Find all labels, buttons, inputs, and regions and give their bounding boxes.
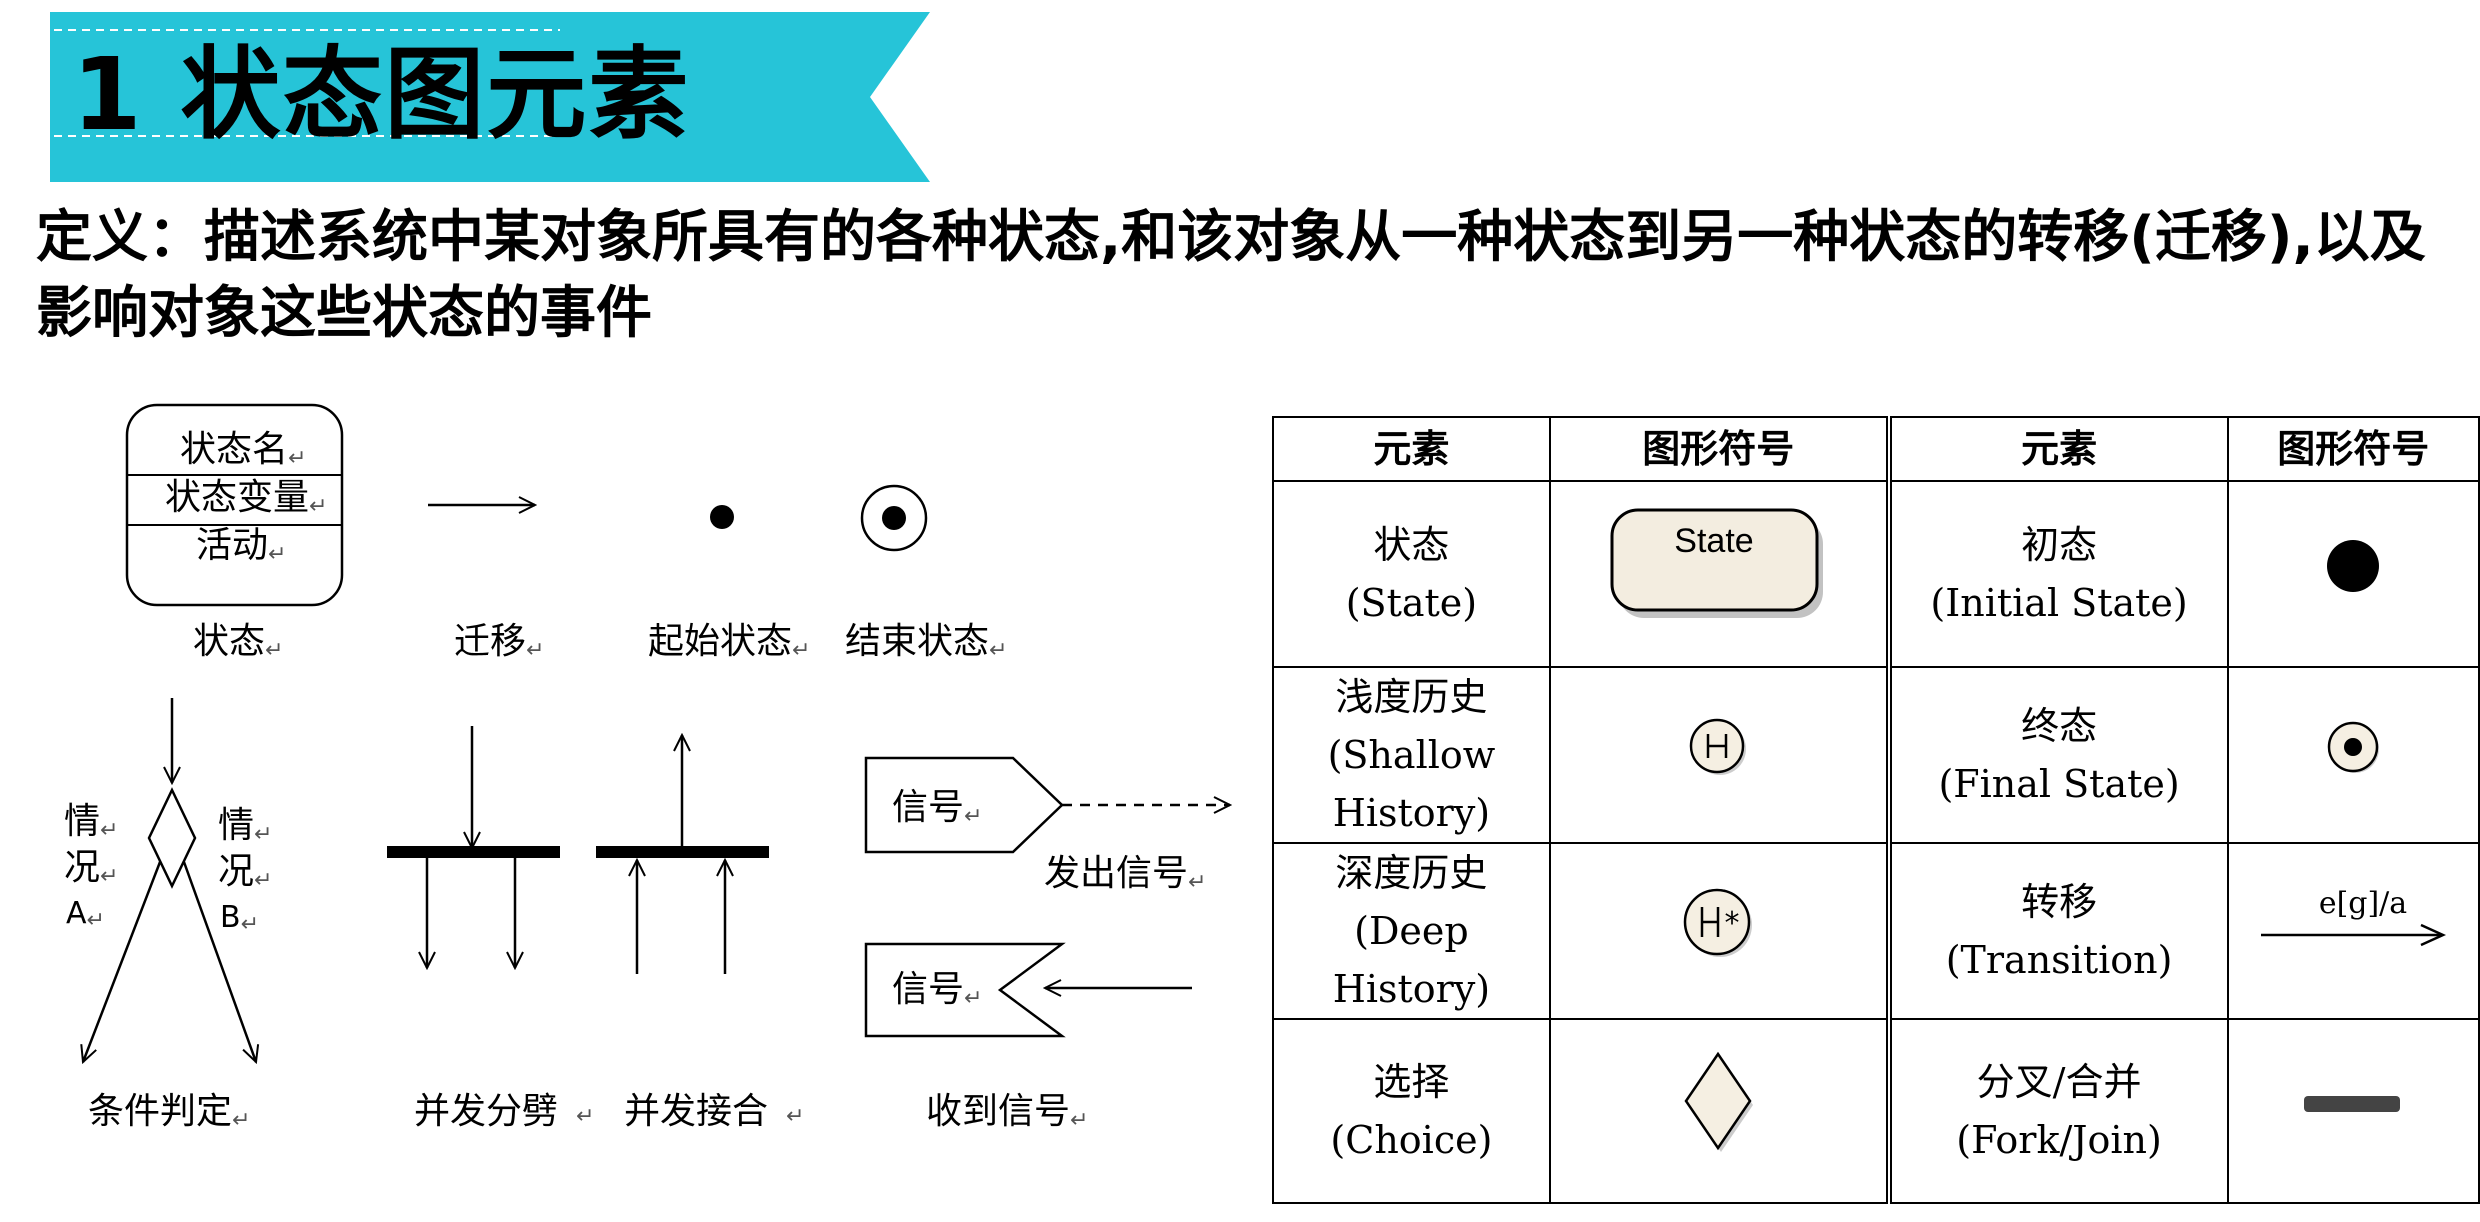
symbol-cell: e[g]/a xyxy=(2226,842,2480,1020)
shallow-history-icon xyxy=(1690,718,1747,775)
state-symbol-label: State xyxy=(1675,522,1754,560)
condition-a-line2: 况 xyxy=(64,846,118,899)
symbol-cell xyxy=(1548,1018,1890,1204)
send-signal-icon xyxy=(864,756,1230,854)
element-cn: 分叉/合并 xyxy=(1976,1060,2142,1104)
element-cell: 深度历史 (Deep History) xyxy=(1272,842,1551,1020)
symbol-cell xyxy=(2226,666,2480,844)
receive-signal-icon xyxy=(864,942,1192,1038)
state-name-label: 状态名 xyxy=(180,428,306,481)
header-element-1: 元素 xyxy=(1272,416,1551,482)
transition-guard-label: e[g]/a xyxy=(2319,886,2407,921)
state-caption: 状态 xyxy=(193,620,283,673)
title-banner xyxy=(50,12,930,182)
element-cell: 选择 (Choice) xyxy=(1272,1018,1551,1204)
symbol-cell: State xyxy=(1548,480,1890,668)
element-cell: 状态 (State) xyxy=(1272,480,1551,668)
element-cn: 选择 xyxy=(1373,1060,1450,1104)
element-en: (Fork/Join) xyxy=(1956,1118,2162,1162)
state-activity-label: 活动 xyxy=(196,524,286,577)
element-en: (Deep History) xyxy=(1332,909,1491,1011)
symbol-cell: * xyxy=(1548,842,1890,1020)
condition-a-line3: A xyxy=(66,892,105,943)
element-cell: 初态 (Initial State) xyxy=(1885,480,2229,668)
condition-b-line1: 情 xyxy=(218,804,272,857)
svg-text:*: * xyxy=(1725,906,1740,941)
condition-a-line1: 情 xyxy=(64,800,118,853)
element-cell: 分叉/合并 (Fork/Join) xyxy=(1885,1018,2229,1204)
send-signal-box-text: 信号 xyxy=(892,786,982,839)
element-en: (Transition) xyxy=(1945,938,2173,982)
element-en: (Choice) xyxy=(1330,1118,1493,1162)
element-cn: 浅度历史 xyxy=(1335,675,1488,719)
fork-join-bar-icon xyxy=(2304,1096,2401,1112)
table-header-row: 元素 图形符号 元素 图形符号 xyxy=(1272,416,2480,482)
condition-b-line3: B xyxy=(220,896,259,947)
page-title: 1 状态图元素 xyxy=(72,36,691,153)
table-row: 深度历史 (Deep History) * 转移 (Transition) e[… xyxy=(1272,842,2480,1020)
state-symbol-icon: State xyxy=(1610,508,1824,618)
symbol-cell xyxy=(1548,666,1890,844)
fork-caption: 并发分劈↵ xyxy=(414,1091,595,1132)
final-state-caption: 结束状态 xyxy=(845,620,1007,673)
symbol-table: 元素 图形符号 元素 图形符号 状态 (State) State 初态 (Ini… xyxy=(1272,416,2480,1204)
element-cn: 初态 xyxy=(2021,523,2098,567)
symbol-cell xyxy=(2226,1018,2480,1204)
receive-signal-box-text: 信号 xyxy=(892,968,982,1021)
choice-diamond-icon xyxy=(83,698,256,1062)
initial-state-symbol-icon xyxy=(2327,540,2380,592)
final-state-symbol-icon xyxy=(2328,721,2380,773)
table-row: 浅度历史 (Shallow History) 终态 (Final State) xyxy=(1272,666,2480,844)
transition-caption: 迁移 xyxy=(454,620,544,673)
transition-symbol-icon: e[g]/a xyxy=(2261,886,2447,947)
fork-icon xyxy=(387,726,560,968)
state-variable-label: 状态变量 xyxy=(165,476,327,529)
element-cell: 浅度历史 (Shallow History) xyxy=(1272,666,1551,844)
element-cell: 转移 (Transition) xyxy=(1885,842,2229,1020)
initial-state-icon xyxy=(710,505,734,529)
element-cn: 深度历史 xyxy=(1335,851,1488,895)
table-row: 状态 (State) State 初态 (Initial State) xyxy=(1272,480,2480,668)
choice-diamond-symbol-icon xyxy=(1684,1051,1754,1152)
banner-shape xyxy=(50,12,930,182)
symbol-cell xyxy=(2226,480,2480,668)
element-en: (Final State) xyxy=(1938,762,2180,806)
send-signal-caption: 发出信号 xyxy=(1044,852,1206,905)
element-en: (State) xyxy=(1345,581,1478,625)
initial-state-caption: 起始状态 xyxy=(648,620,810,673)
join-icon xyxy=(596,735,769,974)
deep-history-icon: * xyxy=(1684,888,1753,957)
header-symbol-2: 图形符号 xyxy=(2226,416,2480,482)
element-cn: 终态 xyxy=(2021,704,2098,748)
condition-caption: 条件判定 xyxy=(88,1090,250,1143)
header-element-2: 元素 xyxy=(1885,416,2229,482)
element-en: (Initial State) xyxy=(1930,581,2188,625)
join-caption: 并发接合↵ xyxy=(624,1091,805,1132)
definition-text: 定义：描述系统中某对象所具有的各种状态,和该对象从一种状态到另一种状态的转移(迁… xyxy=(36,205,2426,346)
final-state-icon xyxy=(860,484,928,552)
condition-b-line2: 况 xyxy=(218,850,272,903)
table-row: 选择 (Choice) 分叉/合并 (Fork/Join) xyxy=(1272,1018,2480,1204)
element-cn: 转移 xyxy=(2021,880,2098,924)
element-cn: 状态 xyxy=(1373,523,1450,567)
element-cell: 终态 (Final State) xyxy=(1885,666,2229,844)
state-diagram-legend xyxy=(0,403,1270,1180)
receive-signal-caption: 收到信号 xyxy=(926,1090,1088,1143)
element-en: (Shallow History) xyxy=(1327,733,1496,835)
header-symbol-1: 图形符号 xyxy=(1548,416,1890,482)
